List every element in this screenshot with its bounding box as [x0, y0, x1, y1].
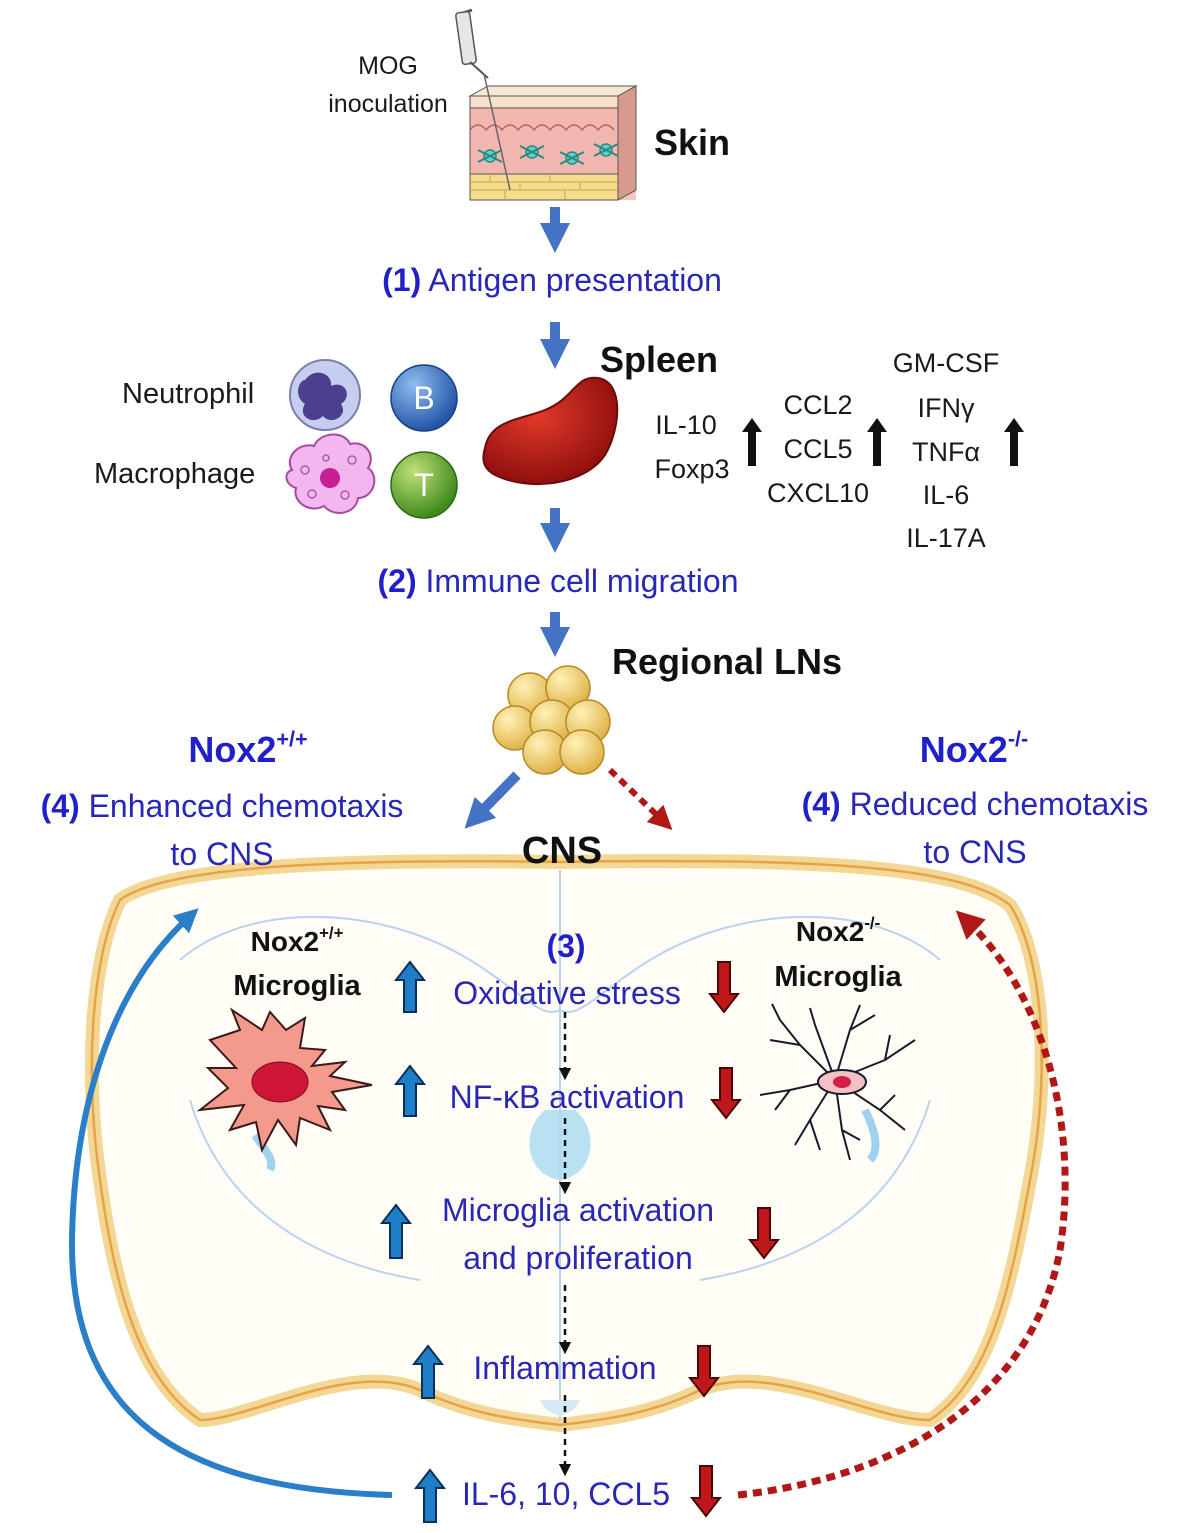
skin-label: Skin [654, 122, 731, 163]
left-chemotaxis-text: Enhanced chemotaxis [88, 788, 404, 824]
right-genotype-label: Nox2-/- [919, 728, 1028, 770]
right-chemotaxis-text: Reduced chemotaxis [849, 786, 1149, 822]
left-genotype-sup: +/+ [276, 725, 308, 751]
microglia-left-genotype: Nox2+/+ [250, 925, 344, 957]
step1-label: (1) Antigen presentation [382, 264, 722, 296]
cytokine-group3-item-0: GM-CSF [892, 348, 1000, 378]
syringe-icon [455, 8, 511, 191]
mog-inoculation-label-2: inoculation [328, 90, 448, 118]
flow-arrow-ln-to-cns-right [607, 767, 673, 830]
feedback-curve-right [737, 910, 1069, 1499]
down-arrow-oxidative [707, 961, 741, 1014]
microglia-left-base: Nox2 [250, 926, 320, 957]
step2-number: (2) [377, 563, 417, 599]
cytokine-group1-item-1: Foxp3 [654, 454, 730, 484]
down-arrow-cytokines [689, 1465, 723, 1518]
cytokine-group3-item-1: IFNγ [917, 393, 975, 423]
cascade-proliferation: and proliferation [463, 1240, 693, 1276]
neutrophil-illustration [289, 359, 361, 431]
right-genotype-sup: -/- [1007, 725, 1029, 751]
up-arrow-oxidative [393, 960, 427, 1013]
b-cell-label: B [413, 380, 435, 416]
step2-text: Immune cell migration [425, 563, 739, 599]
left-chemotaxis-line2: to CNS [170, 836, 274, 872]
cytokine-group2-item-2: CXCL10 [766, 478, 870, 508]
microglia-right-genotype: Nox2-/- [795, 915, 880, 947]
left-genotype-label: Nox2+/+ [188, 728, 307, 770]
cns-label: CNS [521, 830, 603, 872]
up-arrow-microglia [379, 1203, 413, 1259]
down-arrow-microglia [747, 1207, 781, 1260]
microglia-right-sup: -/- [864, 913, 881, 933]
cytokine-group2-item-1: CCL5 [783, 434, 853, 464]
cascade-inflammation: Inflammation [473, 1350, 657, 1386]
down-arrow-nfkb [709, 1067, 743, 1120]
spleen-label: Spleen [600, 339, 719, 380]
skin-illustration [468, 85, 638, 201]
cytokine-group1-item-0: IL-10 [655, 410, 717, 440]
regional-lns-label: Regional LNs [612, 641, 843, 682]
cytokine-group2-item-0: CCL2 [783, 390, 853, 420]
mog-inoculation-label-1: MOG [358, 52, 418, 80]
macrophage-illustration [285, 433, 376, 514]
cascade-microglia-activation: Microglia activation [441, 1192, 715, 1228]
up-arrow-group2 [867, 418, 887, 466]
right-chemotaxis-line2: to CNS [923, 834, 1027, 870]
up-arrow-inflammation [411, 1344, 445, 1399]
up-arrow-nfkb [393, 1064, 427, 1117]
step1-number: (1) [382, 262, 422, 298]
microglia-left-sup: +/+ [319, 923, 344, 943]
spleen-illustration [482, 376, 619, 486]
microglia-right-label: Microglia [774, 961, 902, 993]
feedback-curve-left [68, 908, 393, 1498]
activated-microglia-illustration [196, 1007, 373, 1153]
macrophage-label: Macrophage [94, 458, 256, 490]
left-chemotaxis-line1: (4) Enhanced chemotaxis [41, 790, 404, 822]
cascade-oxidative-stress: Oxidative stress [453, 975, 681, 1011]
step3-number: (3) [546, 928, 586, 964]
step2-label: (2) Immune cell migration [378, 565, 739, 597]
b-cell-illustration [390, 364, 458, 432]
up-arrow-cytokines [413, 1468, 447, 1523]
right-step4-number: (4) [801, 786, 841, 822]
resting-microglia-illustration [759, 1003, 916, 1161]
up-arrow-group3 [1004, 418, 1024, 466]
down-arrow-inflammation [687, 1345, 721, 1398]
microglia-right-base: Nox2 [795, 916, 865, 947]
step1-text: Antigen presentation [428, 262, 722, 298]
left-step4-number: (4) [40, 788, 80, 824]
right-genotype-base: Nox2 [919, 729, 1008, 770]
cytokine-group3-item-3: IL-6 [922, 480, 970, 510]
t-cell-illustration [390, 451, 458, 519]
cascade-nfkb-activation: NF-κB activation [449, 1079, 685, 1115]
lymph-nodes-illustration [492, 665, 611, 775]
cytokine-group3-item-2: TNFα [911, 437, 981, 467]
microglia-left-label: Microglia [233, 970, 361, 1002]
brain-outline [84, 854, 1049, 1433]
flow-arrow-ln-to-cns-left [464, 771, 521, 829]
neutrophil-label: Neutrophil [122, 378, 255, 410]
up-arrow-group1 [742, 418, 762, 466]
right-chemotaxis-line1: (4) Reduced chemotaxis [802, 788, 1149, 820]
cascade-cytokines: IL-6, 10, CCL5 [461, 1476, 671, 1512]
cytokine-group3-item-4: IL-17A [906, 523, 986, 553]
left-genotype-base: Nox2 [188, 729, 277, 770]
t-cell-label: T [414, 467, 434, 503]
